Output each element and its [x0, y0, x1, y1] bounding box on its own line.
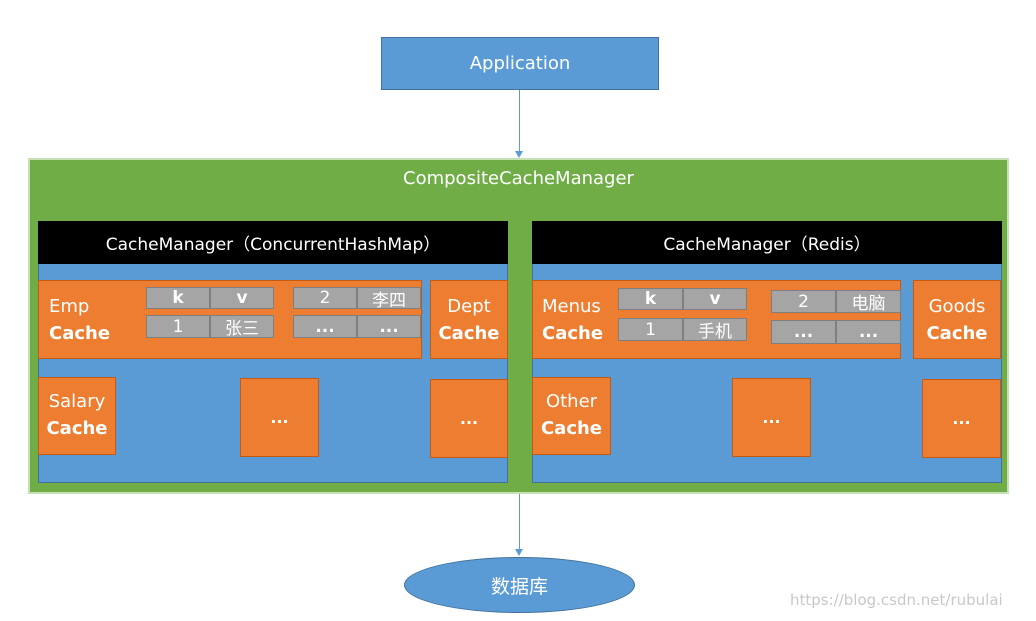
cache-label: Cache: [926, 323, 988, 344]
more-cache: ...: [922, 379, 1001, 458]
more-cache: ...: [240, 378, 319, 457]
table-cell: 1: [146, 315, 210, 338]
table-cell: ...: [836, 320, 901, 344]
table-cell: ...: [357, 315, 421, 338]
cache-label: Cache: [540, 418, 603, 439]
right-manager-title: CacheManager（Redis）: [532, 221, 1002, 264]
arrow-composite-to-db: [519, 494, 520, 549]
table-cell: 1: [618, 318, 683, 341]
table-cell: 李四: [357, 287, 421, 311]
cache-label: Cache: [49, 323, 111, 344]
composite-title: CompositeCacheManager: [403, 168, 634, 189]
database-node: 数据库: [404, 557, 635, 613]
cache-label: Cache: [46, 418, 108, 439]
table-cell: 电脑: [836, 290, 901, 314]
cache-name: Emp: [49, 296, 90, 317]
left-manager-title: CacheManager（ConcurrentHashMap）: [38, 221, 508, 264]
arrowhead: [515, 151, 523, 158]
table-cell: 张三: [210, 315, 274, 339]
table-cell: v: [683, 288, 747, 310]
more-cache: ...: [732, 378, 811, 457]
cache-label: Cache: [438, 323, 500, 344]
table-cell: ...: [293, 315, 357, 338]
watermark: https://blog.csdn.net/rubulai: [790, 591, 1003, 609]
table-cell: 手机: [683, 318, 747, 342]
table-cell: k: [146, 287, 210, 309]
table-cell: 2: [771, 290, 836, 313]
cache-label: Cache: [542, 323, 604, 344]
cache-name: Goods: [928, 296, 986, 317]
application-node: Application: [381, 37, 659, 90]
cache-name: Other: [545, 391, 598, 412]
more-cache: ...: [430, 379, 508, 458]
table-cell: 2: [293, 287, 357, 309]
cache-name: Salary: [48, 391, 106, 412]
table-cell: ...: [771, 320, 836, 344]
cache-name: Menus: [542, 296, 601, 317]
cache-name: Dept: [447, 296, 491, 317]
table-cell: v: [210, 287, 274, 309]
table-cell: k: [618, 288, 683, 310]
arrow-app-to-composite: [519, 90, 520, 152]
arrowhead: [515, 549, 523, 556]
